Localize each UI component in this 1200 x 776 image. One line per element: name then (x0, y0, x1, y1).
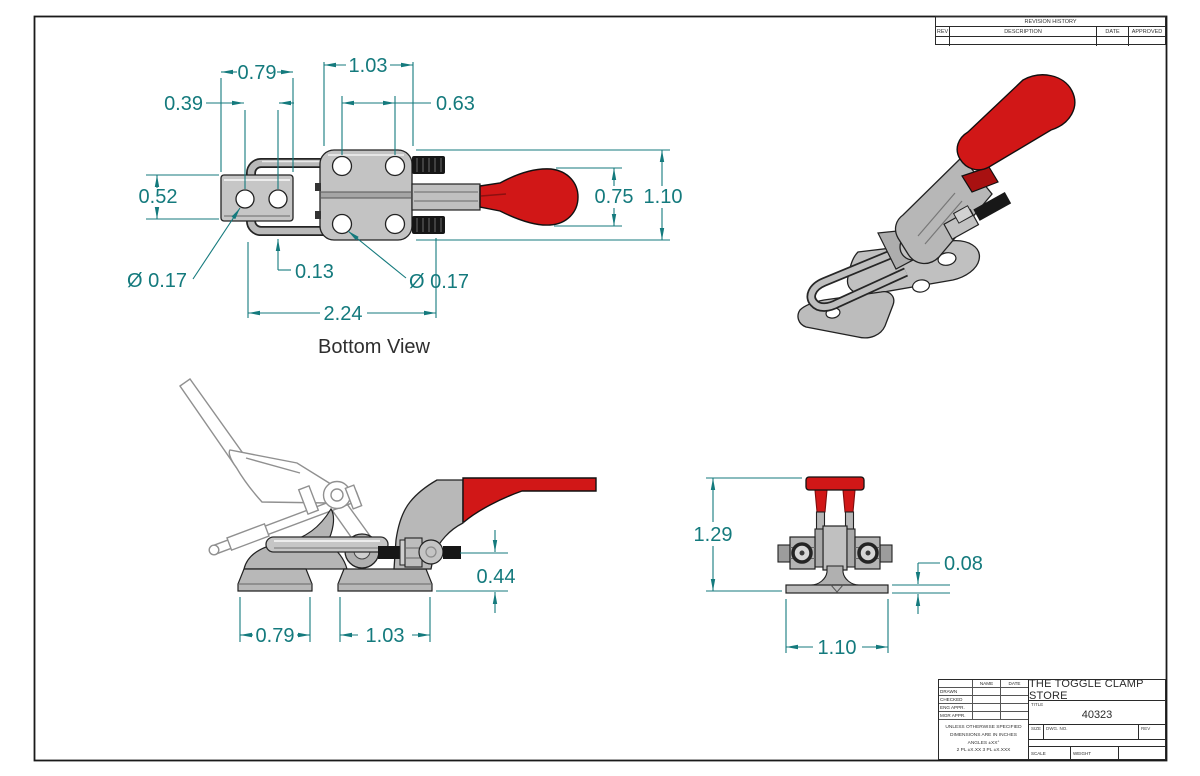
title-row: TITLE 40323 (1029, 701, 1165, 726)
dim-hole-dia-right: Ø 0.17 (409, 271, 469, 293)
revision-col-description: DESCRIPTION (950, 27, 1097, 36)
side-view-dim-texts: 0.79 1.03 0.44 (256, 566, 516, 647)
title-block-main: THE TOGGLE CLAMP STORE TITLE 40323 SIZE … (1029, 678, 1165, 759)
side-clamp-solid (237, 477, 597, 592)
front-view: 1.29 0.08 1.10 (694, 476, 983, 659)
tolerance-note: UNLESS OTHERWISE SPECIFIED DIMENSIONS AR… (945, 725, 1022, 754)
front-clamp (777, 476, 893, 594)
dwg-no-label: DWG. NO. (1046, 726, 1068, 732)
iso-base-hole-1 (937, 252, 957, 266)
body-hole-bl (331, 213, 353, 235)
scale-row: SCALE WEIGHT (1029, 747, 1165, 759)
front-red-cap (805, 476, 865, 491)
side-left-pad (237, 568, 313, 592)
dim-front-overall-height: 1.29 (694, 524, 733, 546)
threaded-studs (412, 156, 445, 234)
revision-col-approved: APPROVED (1131, 28, 1163, 35)
side-stud-nuts (378, 537, 461, 568)
front-stud-end-right (879, 544, 893, 563)
bottom-view-dim-texts: 0.79 1.03 0.39 0.63 0.52 Ø 0.17 0.13 Ø 0… (127, 55, 682, 358)
dim-side-stud-height: 0.44 (477, 566, 516, 588)
front-view-dimensions (706, 477, 950, 653)
size-label: SIZE (1031, 726, 1042, 732)
dim-overall-length: 2.24 (324, 303, 363, 325)
body-hole-tl (331, 155, 353, 177)
bottom-view: 0.79 1.03 0.39 0.63 0.52 Ø 0.17 0.13 Ø 0… (127, 55, 682, 358)
revision-col-rev: REV (936, 27, 950, 36)
dim-plate-width: 0.79 (238, 62, 277, 84)
dim-front-base-width: 1.10 (818, 637, 857, 659)
revision-history-title: REVISION HISTORY (936, 17, 1165, 27)
plate-hole-left (235, 189, 255, 209)
dim-side-pad-width: 0.79 (256, 625, 295, 647)
side-view-dimensions (239, 530, 508, 642)
red-grip (479, 168, 579, 226)
side-red-handle (462, 477, 597, 523)
approval-row-mgr-appr: MGR APPR. (939, 712, 1028, 720)
size-row: SIZE DWG. NO. REV (1029, 725, 1165, 740)
dim-plate-height: 0.52 (139, 186, 178, 208)
body-hole-br (384, 213, 406, 235)
revision-header-row: REV DESCRIPTION DATE APPROVED (936, 27, 1165, 37)
side-right-base (337, 568, 433, 592)
iso-handle-side (961, 166, 999, 193)
approval-header-row: NAME DATE (939, 680, 1028, 688)
approval-row-drawn: DRAWN (939, 688, 1028, 696)
front-support (810, 565, 860, 586)
date-header: DATE (1008, 681, 1021, 686)
handle (411, 168, 579, 226)
drawing-number: 40323 (1081, 709, 1113, 721)
front-stud-end-left (777, 544, 791, 563)
dim-hole-dia-left: Ø 0.17 (127, 270, 187, 292)
bottom-view-label: Bottom View (318, 336, 430, 358)
side-u-bolt-rod (265, 536, 389, 553)
drawing-border (33, 15, 1168, 762)
revision-history-table: REVISION HISTORY REV DESCRIPTION DATE AP… (935, 16, 1166, 46)
side-view: 0.79 1.03 0.44 (179, 378, 597, 647)
iso-stud (973, 192, 1012, 221)
title-block-approvals: NAME DATE DRAWN CHECKED ENG APPR. MGR AP… (939, 680, 1029, 759)
name-header: NAME (973, 680, 1001, 687)
iso-u-bolt (806, 246, 908, 312)
clamp-body (315, 149, 413, 241)
body-hole-tr (384, 155, 406, 177)
front-red-post-left (814, 489, 828, 513)
front-view-dim-texts: 1.29 0.08 1.10 (694, 524, 983, 659)
rev-label: REV (1141, 726, 1151, 732)
dim-handle-height: 0.75 (595, 186, 634, 208)
isometric-view (797, 74, 1076, 339)
revision-col-date: DATE (1097, 27, 1129, 36)
revision-empty-row (936, 37, 1165, 46)
front-clevis-center (822, 525, 848, 571)
dim-wire-dia: 0.13 (295, 261, 334, 283)
latch-plate (220, 174, 294, 222)
front-red-post-right (842, 489, 856, 513)
approval-row-eng-appr: ENG APPR. (939, 704, 1028, 712)
approval-row-checked: CHECKED (939, 696, 1028, 704)
dim-side-base-width: 1.03 (366, 625, 405, 647)
dim-front-base-thickness: 0.08 (944, 553, 983, 575)
weight-label: WEIGHT (1071, 747, 1119, 759)
title-label: TITLE (1031, 702, 1044, 707)
dim-overall-height: 1.10 (644, 186, 683, 208)
iso-red-handle (956, 74, 1076, 171)
title-block-spacer-row (1029, 740, 1165, 748)
phantom-open-position (179, 378, 374, 556)
dim-stud-spacing: 0.63 (436, 93, 475, 115)
plate-hole-right (268, 189, 288, 209)
dim-hole-spacing: 0.39 (164, 93, 203, 115)
iso-washer (952, 205, 974, 224)
front-base-plate (785, 584, 889, 594)
scale-label: SCALE (1029, 747, 1071, 759)
company-name: THE TOGGLE CLAMP STORE (1029, 678, 1165, 702)
iso-base-hole-2 (911, 279, 931, 293)
dim-body-width: 1.03 (349, 55, 388, 77)
bottom-view-dimensions (146, 62, 670, 318)
title-block: NAME DATE DRAWN CHECKED ENG APPR. MGR AP… (938, 678, 1166, 760)
